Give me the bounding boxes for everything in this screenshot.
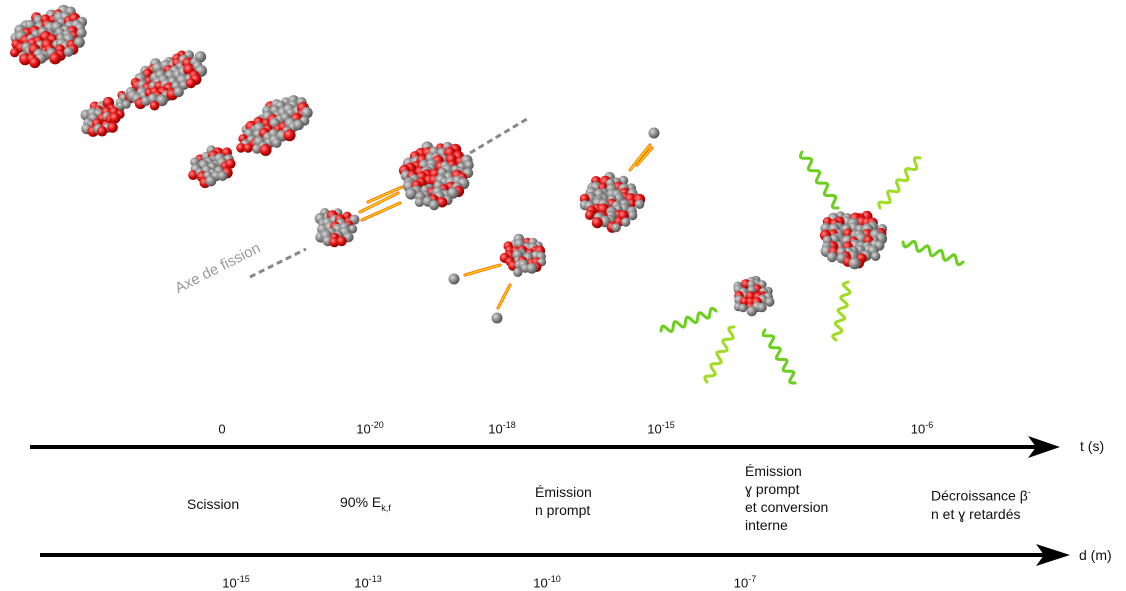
time-tick-0: 0 — [218, 421, 226, 437]
time-tick-1: 10-20 — [356, 420, 384, 437]
distance-axis-title: d (m) — [1079, 547, 1112, 563]
fragment-light-3 — [499, 233, 547, 277]
gamma-ray-3 — [901, 239, 965, 267]
time-tick-4: 10-6 — [910, 420, 934, 437]
fragment-light-1 — [188, 145, 236, 189]
time-axis — [30, 436, 1060, 458]
trail-3-core — [367, 186, 403, 203]
time-axis-title: t (s) — [1080, 438, 1105, 454]
gamma-ray-6 — [703, 325, 736, 384]
phase-scission: Scission — [187, 496, 240, 512]
trail-2-core — [361, 202, 401, 221]
phase-beta-decay: Décroissance β- n et ɣ retardés — [931, 487, 1031, 522]
fragment-heavy-1 — [236, 95, 313, 156]
fragment-light-2 — [314, 208, 360, 248]
gamma-ray-4 — [831, 280, 852, 342]
distance-tick-1: 10-13 — [354, 574, 382, 591]
distance-tick-3: 10-7 — [733, 574, 757, 591]
gamma-ray-5 — [659, 306, 718, 333]
time-tick-3: 10-15 — [647, 420, 675, 437]
distance-tick-0: 10-15 — [222, 574, 250, 591]
gamma-ray-2 — [877, 156, 922, 210]
free-neutron — [648, 127, 660, 139]
neutron-trails — [358, 143, 654, 310]
trail-7-core — [497, 284, 511, 309]
nuclei-group — [10, 4, 888, 317]
trail-4-core — [629, 144, 651, 171]
gamma-ray-1 — [799, 150, 840, 210]
fragment-heavy-3 — [579, 171, 646, 233]
fission-axis — [249, 117, 528, 279]
nucleus-initial — [10, 4, 88, 69]
phase-gamma-emission: Émission ɣ prompt et conversion interne — [745, 463, 829, 533]
gamma-rays — [659, 150, 965, 385]
free-neutron — [448, 273, 460, 285]
fragment-light-4 — [733, 275, 775, 317]
time-tick-2: 10-18 — [488, 420, 516, 437]
trail-6-core — [464, 264, 501, 276]
gamma-ray-7 — [761, 328, 797, 385]
phase-neutron-emission: Émission n prompt — [535, 484, 592, 518]
free-neutron — [491, 312, 503, 324]
fragment-heavy-2 — [398, 141, 474, 211]
distance-axis — [40, 544, 1070, 566]
phase-energy: 90% Ek,f — [340, 494, 391, 513]
nucleus-scission-large — [125, 50, 208, 111]
trail-5-core — [636, 147, 653, 166]
fragment-heavy-4 — [819, 210, 888, 270]
distance-tick-2: 10-10 — [533, 574, 561, 591]
trail-1-core — [359, 192, 399, 213]
